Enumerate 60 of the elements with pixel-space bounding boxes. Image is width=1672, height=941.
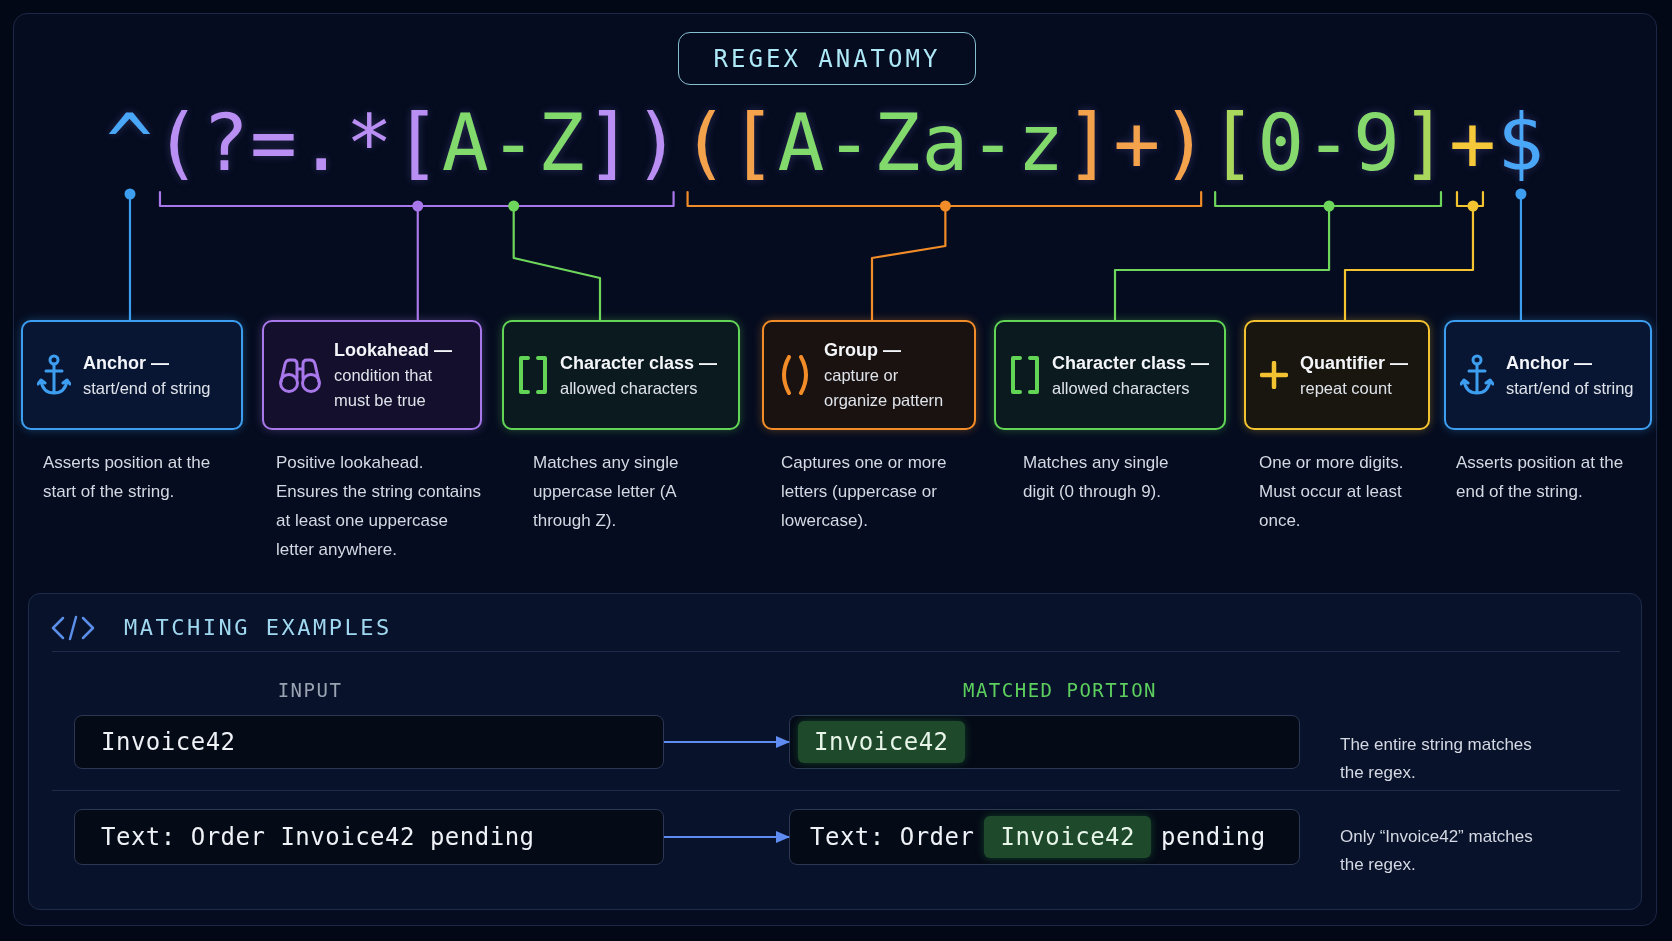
card-description: Asserts position at the end of the string. [1456,452,1625,503]
match-highlight: Invoice42 [984,816,1151,858]
card-subtitle: repeat count [1300,377,1392,399]
regex-token: [A-Z] [393,104,634,206]
card-description: One or more digits. Must occur at least once. [1259,452,1405,532]
card-subtitle: allowed characters [1052,377,1190,399]
leader-line [1113,200,1335,320]
card-subtitle: allowed characters [560,377,698,399]
card-description: Asserts position at the start of the string. [43,452,212,503]
card-heading: Character class — [1052,351,1210,375]
result-field [789,809,1300,865]
input-field: Text: Order Invoice42 pending [74,809,664,865]
note-text: The entire string matches the regex. [1340,734,1533,784]
leader-line [870,200,951,320]
card-description: Positive lookahead. Ensures the string contains at least one uppercase letter anywhere. [276,452,483,561]
card-heading: Anchor — [83,351,169,375]
card-description: Captures one or more letters (uppercase or lowercase). [781,452,948,532]
leader-line [124,188,136,320]
regex-token: ^ [106,104,154,194]
leader-line [1515,188,1527,320]
component-card [1444,320,1652,430]
card-subtitle: capture or organize pattern [824,365,945,411]
regex-token: ) [633,104,682,182]
result-field [789,715,1300,769]
card-heading: Anchor — [1506,351,1592,375]
leader-line [412,200,424,320]
regex-token: [0-9] [1209,104,1449,206]
component-card [502,320,740,430]
card-subtitle: start/end of string [83,377,211,399]
arrow [664,736,790,748]
card-subtitle: start/end of string [1506,377,1634,399]
diagram-title: REGEX ANATOMY [678,32,976,85]
note-text: Only “Invoice42” matches the regex. [1340,826,1534,876]
regex-token: $ [1496,104,1545,194]
field-text: pending [1161,822,1266,852]
leader-line [1343,200,1479,320]
component-card [21,320,243,430]
card-heading: Group — [824,339,901,362]
card-description: Matches any single uppercase letter (A through Z). [533,452,680,532]
card-heading: Lookahead — [334,339,453,362]
leader-line [508,200,602,320]
regex-token: (?=.* [153,104,394,182]
card-heading: Quantifier — [1300,351,1408,375]
arrow [664,831,790,843]
component-card [994,320,1226,430]
component-card [262,320,482,430]
component-card [762,320,976,430]
card-subtitle: condition that must be true [334,365,434,411]
regex-token: ([A-Za-z]+) [681,104,1210,206]
card-heading: Character class — [560,351,718,375]
panel-heading: MATCHING EXAMPLES [124,614,392,642]
field-text: Text: Order [810,822,975,852]
match-highlight: Invoice42 [798,721,965,763]
regex-token: + [1449,104,1497,206]
input-field: Invoice42 [74,715,664,769]
column-header: MATCHED PORTION [962,678,1158,702]
card-description: Matches any single digit (0 through 9). [1023,452,1170,503]
column-header: INPUT [277,678,343,702]
component-card [1244,320,1430,430]
examples-panel [28,593,1642,910]
